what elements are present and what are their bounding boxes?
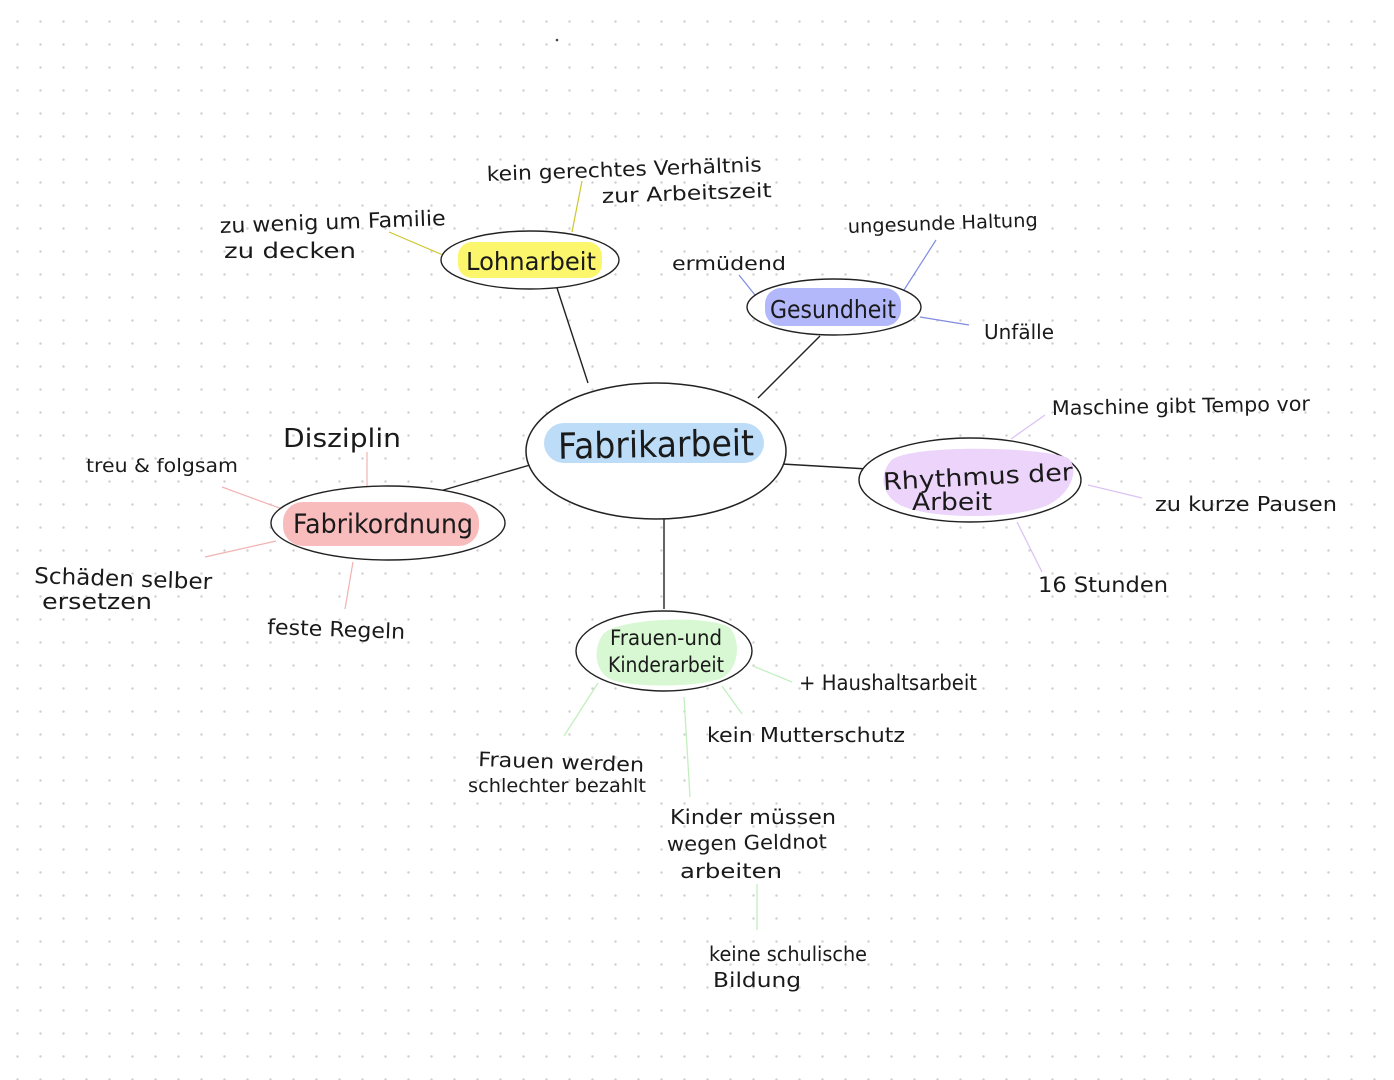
frauen-connectors xyxy=(563,665,793,930)
lohnarbeit-highlight xyxy=(458,242,602,278)
fabrikordnung-note-ersetzen: ersetzen xyxy=(42,590,152,615)
fabrikordnung-node: Fabrikordnung xyxy=(270,485,506,561)
lohnarbeit-label: Lohnarbeit xyxy=(466,247,596,276)
gesundheit-node: Gesundheit xyxy=(746,278,922,336)
frauen-note-bildung: Bildung xyxy=(713,968,801,992)
gesundheit-note-ermuedend: ermüdend xyxy=(672,253,786,275)
frauen-note-schulisch: keine schulische xyxy=(709,942,867,966)
center-highlight xyxy=(544,423,764,463)
frauen-label-line1: Frauen-und xyxy=(610,626,722,650)
fabrikordnung-note-schaeden: Schäden selber xyxy=(34,564,214,595)
frauen-note-arbeiten: arbeiten xyxy=(680,859,782,883)
connector-lohnarbeit xyxy=(556,287,589,384)
lohnarbeit-note-decken: zu decken xyxy=(224,239,356,263)
fabrikordnung-highlight xyxy=(283,502,479,546)
lohnarbeit-note-familie: zu wenig um Familie xyxy=(219,206,446,238)
gesundheit-note-haltung: ungesunde Haltung xyxy=(847,209,1038,238)
frauen-note-kinder: Kinder müssen xyxy=(670,805,836,829)
fabrikordnung-connectors xyxy=(204,452,368,610)
rhythmus-connectors xyxy=(1010,414,1143,573)
lohnarbeit-connectors xyxy=(388,180,583,256)
rhythmus-note-pausen: zu kurze Pausen xyxy=(1155,492,1337,516)
rhythmus-node: Rhythmus der Arbeit xyxy=(858,437,1082,523)
gesundheit-label: Gesundheit xyxy=(770,295,896,324)
rhythmus-label-line2: Arbeit xyxy=(912,488,992,516)
connector-rhythmus xyxy=(781,463,869,470)
lohnarbeit-node: Lohnarbeit xyxy=(440,230,620,290)
frauen-note-haushalt: + Haushaltsarbeit xyxy=(799,671,977,695)
center-node: Fabrikarbeit xyxy=(525,382,787,520)
main-connectors xyxy=(439,287,869,609)
frauen-note-frauen: Frauen werden xyxy=(478,747,645,777)
frauen-label-line2: Kinderarbeit xyxy=(608,653,724,677)
fabrikordnung-note-regeln: feste Regeln xyxy=(267,615,406,644)
center-label: Fabrikarbeit xyxy=(558,423,755,467)
gesundheit-highlight xyxy=(765,288,901,326)
frauen-note-bezahlt: schlechter bezahlt xyxy=(468,775,646,797)
frauen-node: Frauen-und Kinderarbeit xyxy=(575,610,753,692)
rhythmus-note-tempo: Maschine gibt Tempo vor xyxy=(1052,391,1311,420)
frauen-note-geldnot: wegen Geldnot xyxy=(667,829,828,856)
connector-gesundheit xyxy=(757,335,821,399)
rhythmus-highlight xyxy=(883,448,1074,517)
frauen-highlight xyxy=(596,619,737,686)
fabrikordnung-note-treu: treu & folgsam xyxy=(86,455,238,477)
connector-fabrikordnung xyxy=(439,464,531,492)
fabrikordnung-label: Fabrikordnung xyxy=(293,509,473,540)
frauen-note-mutterschutz: kein Mutterschutz xyxy=(707,723,905,747)
fabrikordnung-note-disziplin: Disziplin xyxy=(283,424,401,454)
stray-dot xyxy=(555,38,559,42)
gesundheit-connectors xyxy=(738,239,970,326)
lohnarbeit-note-arbeitszeit: zur Arbeitszeit xyxy=(601,178,772,208)
gesundheit-note-unfaelle: Unfälle xyxy=(984,320,1054,344)
rhythmus-note-stunden: 16 Stunden xyxy=(1038,573,1168,597)
